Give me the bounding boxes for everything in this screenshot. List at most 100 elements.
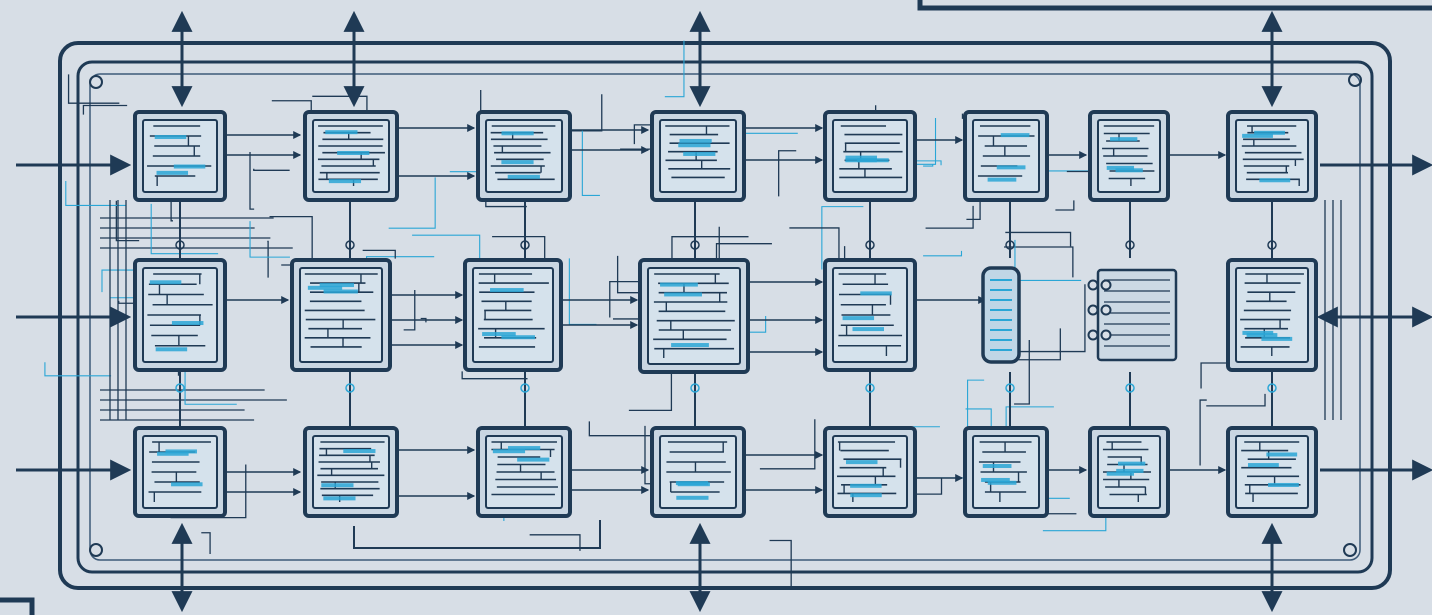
circle-mount-hole-icon [90,544,102,556]
die-highlight [1242,331,1273,335]
die-highlight [517,458,549,462]
die-highlight [501,335,535,339]
connector-pin [1102,331,1111,340]
die-highlight [1001,133,1030,137]
connector-pin [1102,281,1111,290]
signal-trace [779,151,797,197]
processor-chip-icon [478,112,570,200]
processor-chip-icon [1228,112,1316,200]
die-highlight [174,165,206,169]
return-trace [354,520,600,548]
processor-chip-icon [292,260,390,370]
signal-trace-accent [665,41,684,97]
die-highlight [501,160,533,164]
die-highlight [679,139,711,143]
die-highlight [337,151,369,155]
signal-trace-accent [748,316,766,332]
processor-chip-icon [135,428,225,516]
chip-inner-die [833,436,907,508]
die-highlight [1248,463,1279,467]
signal-trace [250,152,254,209]
chip-inner-die [648,268,740,364]
processor-chip-icon [305,112,397,200]
die-highlight [1268,483,1299,487]
chip-inner-die [486,120,562,192]
processor-chip-icon [640,260,748,372]
die-highlight [1118,462,1145,466]
connector-pin [1089,281,1098,290]
chip-inner-die [300,268,382,362]
die-highlight [1110,137,1137,141]
processor-chip-icon [965,112,1047,200]
signal-trace-accent [151,204,218,254]
memory-module-frame [983,268,1019,362]
processor-chip-icon [652,428,744,516]
processor-chip-icon [1228,428,1316,516]
die-highlight [678,143,710,147]
die-highlight [660,283,698,287]
signal-trace [589,421,658,435]
processor-chip-icon [135,260,225,370]
die-highlight [845,158,877,162]
die-highlight [671,343,709,347]
signal-trace-accent [250,221,290,257]
signal-trace-accent [582,130,600,196]
processor-chip-icon [965,428,1047,516]
die-highlight [1261,337,1292,341]
signal-trace [760,419,815,469]
processor-chip-icon [1228,260,1316,370]
die-highlight [997,165,1026,169]
signal-trace [1055,200,1073,210]
die-highlight [676,496,708,500]
die-highlight [321,483,353,487]
die-highlight [988,481,1017,485]
signal-trace [1200,400,1207,465]
die-highlight [308,286,342,290]
processor-chip-icon [825,428,915,516]
signal-trace-accent [744,131,798,133]
signal-trace [404,290,415,330]
connector-pin [1089,331,1098,340]
die-highlight [843,316,875,320]
die-highlight [678,482,710,486]
signal-trace-accent [923,251,961,256]
signal-trace-accent [968,380,985,428]
processor-chip-icon [825,112,915,200]
chip-inner-die [660,120,736,192]
die-highlight [508,175,540,179]
signal-trace [1206,394,1265,406]
die-highlight [850,493,882,497]
die-highlight [860,291,892,295]
connector-pin [1089,306,1098,315]
die-highlight [1259,178,1290,182]
signal-trace [789,228,839,263]
processor-chip-icon [135,112,225,200]
die-highlight [988,178,1017,182]
die-highlight [171,482,203,486]
signal-trace [254,169,290,171]
signal-trace [69,74,120,103]
bus-bridge-icon [1089,270,1177,360]
die-highlight [664,292,702,296]
processor-chip-icon [1090,112,1168,200]
die-highlight [323,496,355,500]
signal-trace [926,206,974,228]
die-highlight [343,449,375,453]
die-highlight [846,460,878,464]
die-highlight [329,179,361,183]
signal-trace-accent [1015,240,1081,281]
die-highlight [1242,134,1273,138]
signal-trace-accent [569,258,596,324]
die-highlight [501,131,533,135]
circle-mount-hole-icon [90,76,102,88]
die-highlight [983,464,1012,468]
die-highlight [165,449,197,453]
circle-mount-hole-icon [1344,544,1356,556]
corner-trim-top-right [920,0,1432,8]
chip-layer [135,112,1316,516]
die-highlight [1266,452,1297,456]
signal-trace [363,250,396,258]
die-highlight [172,321,204,325]
signal-trace [201,533,210,554]
